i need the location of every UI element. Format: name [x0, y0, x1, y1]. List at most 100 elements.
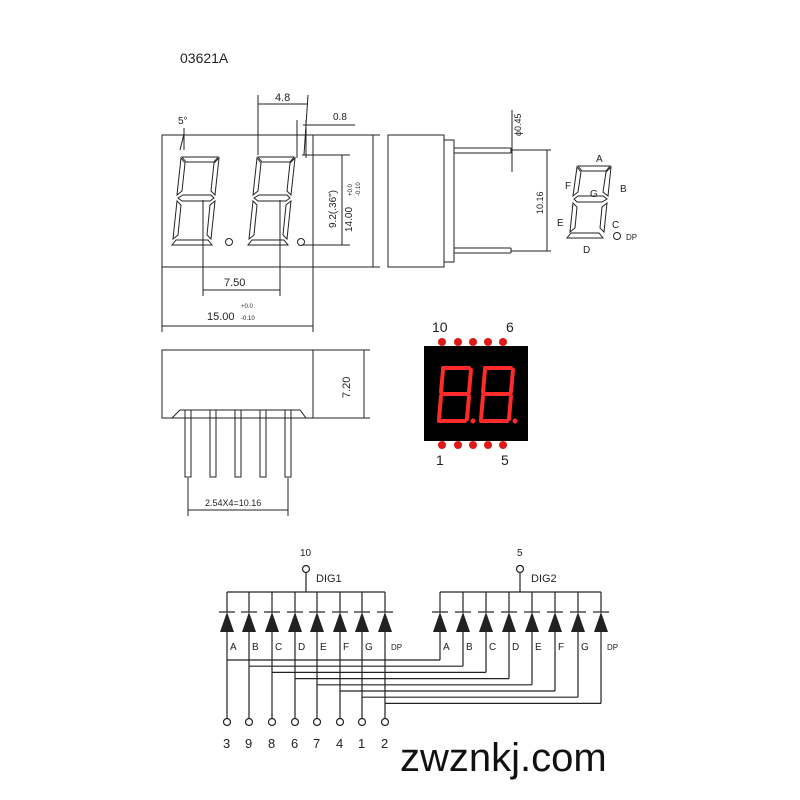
sch-dig1-label-dp: DP: [391, 643, 402, 652]
photo-digits: [437, 366, 518, 424]
sch-dig2-diode-b: B: [455, 592, 473, 653]
sch-pin-number-6: 6: [291, 736, 298, 751]
dim-digit-width: 4.8: [275, 92, 290, 104]
dim-pin-diameter: ϕ0.45: [513, 113, 523, 136]
sch-dig1-diode-f: F: [332, 592, 349, 653]
sch-pin-node-9: [244, 717, 254, 727]
dim-char-height: 9.2(.36"): [328, 190, 339, 228]
sch-dig2-label-a: A: [443, 642, 450, 653]
watermark: zwznkj.com: [400, 736, 607, 780]
sch-dig2-label-b: B: [466, 642, 473, 653]
front-body-outline: [161, 134, 314, 268]
legend-label-e: E: [557, 218, 564, 229]
dim-depth: 7.20: [341, 377, 353, 398]
sch-dig2-diode-c: C: [478, 592, 496, 653]
photo-pin-10: 10: [432, 319, 448, 335]
sch-dig1-label-e: E: [320, 642, 327, 653]
sch-dig2-label-d: D: [512, 642, 519, 653]
photo-pin-dot-bottom: [454, 441, 462, 449]
sch-dig1-diode-b: B: [241, 592, 259, 653]
sch-dig2-diode-d: D: [501, 592, 519, 653]
sch-dig1-label-f: F: [343, 642, 349, 653]
sch-pin-node-2: [380, 717, 390, 727]
sch-dig2-label-dp: DP: [607, 643, 618, 652]
photo-pin-5: 5: [501, 452, 509, 468]
dim-pin-row-span: 10.16: [535, 191, 545, 214]
sch-pin-number-7: 7: [313, 736, 320, 751]
dim-width-tol-plus: +0.0: [241, 304, 254, 310]
sch-pin-number-1: 1: [358, 736, 365, 751]
photo-pin-dots-top: [438, 338, 507, 346]
photo-pin-1: 1: [436, 452, 444, 468]
dim-tilt: 5°: [178, 116, 188, 127]
sch-pin-number-4: 4: [336, 736, 343, 751]
sch-dig1-label-a: A: [230, 642, 237, 653]
sch-dig2-label-g: G: [581, 642, 589, 653]
front-digit-1: [170, 156, 233, 246]
dim-char-tol-plus: +0.0: [348, 183, 354, 196]
sch-dig1-label-d: D: [298, 642, 305, 653]
sch-pin-number-9: 9: [245, 736, 252, 751]
front-view: 5° 4.8 0.8 9.2(.36") +0.0 -0.10 14.00 7.…: [161, 92, 380, 332]
photo-lit-digit: [437, 366, 476, 424]
photo-body: [424, 346, 528, 441]
sch-dig2-diode-g: G: [570, 592, 589, 653]
sch-pin-number-8: 8: [268, 736, 275, 751]
photo-pin-dot-top: [454, 338, 462, 346]
side-body: [387, 134, 445, 268]
sch-dig2-label-f: F: [558, 642, 564, 653]
part-number: 03621A: [180, 50, 229, 66]
sch-dig2-diode-e: E: [524, 592, 542, 653]
sch-dig1-diode-e: E: [309, 592, 327, 653]
sch-dig2-pin: 5: [517, 548, 523, 559]
legend-label-f: F: [565, 181, 571, 192]
product-photo: 10 6 1 5: [424, 319, 528, 468]
legend-label-c: C: [612, 220, 619, 231]
legend-label-g: G: [590, 189, 598, 200]
sch-dig2-label-c: C: [489, 642, 496, 653]
legend-label-d: D: [583, 245, 590, 256]
front-digit-2: [246, 156, 305, 246]
sch-pin-node-7: [312, 717, 322, 727]
dim-body-height: 14.00: [344, 207, 355, 232]
dim-segment-width: 0.8: [333, 112, 347, 123]
legend-label-b: B: [620, 184, 627, 195]
photo-pin-dot-bottom: [499, 441, 507, 449]
sch-dig1-diode-a: A: [219, 592, 237, 653]
dim-char-tol-minus: -0.10: [356, 182, 362, 196]
bottom-view: 7.20 2.54X4=10.16: [161, 349, 370, 516]
sch-pin-node-6: [290, 717, 300, 727]
photo-pin-dot-top: [438, 338, 446, 346]
photo-pin-dot-bottom: [484, 441, 492, 449]
front-dp-2: [297, 238, 305, 246]
dim-width-tol-minus: -0.10: [241, 316, 255, 322]
dim-body-width: 15.00: [207, 311, 235, 323]
photo-pin-dots-bottom: [438, 441, 507, 449]
sch-dig1-label: DIG1: [316, 573, 342, 585]
sch-dig1-pin: 10: [300, 548, 312, 559]
bottom-body: [161, 349, 314, 419]
photo-pin-dot-top: [469, 338, 477, 346]
front-dp-1: [225, 238, 233, 246]
sch-dig1-label-g: G: [365, 642, 373, 653]
sch-dig2-label: DIG2: [531, 573, 557, 585]
sch-pin-node-3: [222, 717, 232, 727]
photo-pin-dot-bottom: [438, 441, 446, 449]
sch-pin-number-2: 2: [381, 736, 388, 751]
photo-pin-6: 6: [506, 319, 514, 335]
sch-pin-node-8: [267, 717, 277, 727]
photo-pin-dot-top: [499, 338, 507, 346]
sch-pin-node-1: [357, 717, 367, 727]
photo-pin-dot-top: [484, 338, 492, 346]
bottom-pins: [184, 409, 292, 478]
sch-dig2-diode-f: F: [547, 592, 564, 653]
sch-dig2-label-e: E: [535, 642, 542, 653]
photo-pin-dot-bottom: [469, 441, 477, 449]
sch-dig1-label-c: C: [275, 642, 282, 653]
sch-pin-node-4: [335, 717, 345, 727]
sch-dig1-label-b: B: [252, 642, 259, 653]
sch-dig1-diode-dp: DP: [377, 592, 402, 652]
